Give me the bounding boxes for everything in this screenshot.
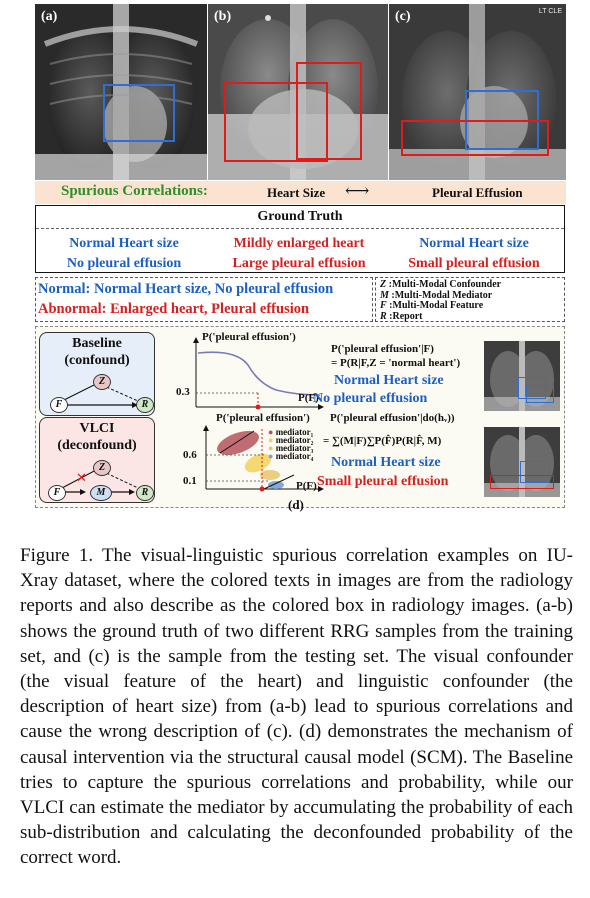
legend-z: Z :Multi-Modal Confounder	[380, 279, 502, 290]
mediator-2-blob	[244, 453, 272, 473]
baseline-probability-plot	[193, 337, 324, 410]
xray-panel-b: (b)	[208, 4, 388, 180]
top-result-line1: Normal Heart size	[334, 373, 444, 388]
panel-d-label: (d)	[288, 497, 304, 512]
ground-truth-divider	[36, 228, 564, 229]
legend-f: F :Multi-Modal Feature	[380, 300, 484, 311]
top-plot-ylabel: P('pleural effusion')	[202, 331, 296, 343]
top-plot-xlabel: P(F)	[298, 392, 319, 404]
top-plot-tick: 0.3	[176, 386, 190, 398]
top-equation-line2: = P(R|F,Z = 'normal heart')	[331, 357, 461, 369]
top-result-line2: No pleural effusion	[313, 391, 428, 406]
gt-c-line1: Normal Heart size	[419, 236, 529, 251]
bottom-plot-xlabel: P(F)	[296, 480, 317, 492]
heart-box-b	[224, 82, 328, 162]
spurious-left-term: Heart Size	[267, 185, 326, 200]
definitions-box: Normal: Normal Heart size, No pleural ef…	[35, 277, 373, 322]
panel-b-label: (b)	[214, 9, 232, 24]
top-xray-thumbnail	[484, 341, 560, 411]
xray-image-c	[389, 4, 566, 180]
symbol-legend: Z :Multi-Modal Confounder M :Multi-Modal…	[375, 277, 565, 322]
baseline-node-z: Z	[93, 374, 111, 390]
double-arrow-icon: ⟷	[345, 181, 370, 200]
vlci-subtitle: (deconfound)	[57, 438, 137, 453]
ground-truth-col-b: Mildly enlarged heart Large pleural effu…	[211, 234, 387, 274]
vlci-node-z: Z	[93, 460, 111, 476]
baseline-box: Baseline (confound) Z F R	[39, 332, 155, 416]
mediator-4-entry: ● mediator₄	[268, 451, 314, 461]
svg-text:✕: ✕	[76, 471, 87, 486]
mediator-4-blob	[268, 481, 284, 489]
xray-panel-c: (c) LT CLE	[389, 4, 566, 180]
bottom-thumb-red-box	[490, 475, 554, 489]
mediator-3-entry: ● mediator₃	[268, 443, 314, 453]
gt-a-line2: No pleural effusion	[66, 256, 182, 271]
bottom-plot-ylabel: P('pleural effusion')	[216, 412, 310, 424]
mediator-legend: ● mediator₁ ● mediator₂ ● mediator₃ ● me…	[268, 427, 314, 461]
bottom-equation-line1: P('pleural effusion'|do(hᵥ))	[330, 412, 455, 424]
ground-truth-col-a: Normal Heart size No pleural effusion	[36, 234, 212, 274]
vlci-title: VLCI	[79, 421, 115, 436]
top-equation-line1: P('pleural effusion'|F)	[331, 343, 434, 355]
spurious-label: Spurious Correlations:	[61, 183, 208, 199]
bottom-thumb-blue-box	[520, 461, 550, 483]
bottom-thumbnail-image	[484, 427, 560, 497]
vlci-node-f: F	[48, 485, 66, 501]
ground-truth-col-c: Normal Heart size Small pleural effusion	[386, 234, 562, 274]
caption-text: Figure 1. The visual-linguistic spurious…	[20, 545, 573, 869]
vlci-box: VLCI (deconfound) ✕ Z F M R	[39, 417, 155, 503]
baseline-subtitle: (confound)	[64, 353, 130, 368]
mediator-2-entry: ● mediator₂	[268, 435, 314, 445]
mediator-3-blob	[260, 470, 280, 480]
gt-a-line1: Normal Heart size	[69, 236, 179, 251]
vlci-node-r: R	[136, 485, 154, 501]
effusion-box-b	[296, 62, 362, 160]
xray-image-b	[208, 4, 388, 180]
baseline-title: Baseline	[72, 336, 122, 351]
legend-r: R :Report	[380, 310, 423, 322]
bottom-plot-tick-low: 0.1	[183, 475, 197, 487]
effusion-box-c	[401, 120, 549, 156]
figure-caption: Figure 1. The visual-linguistic spurious…	[20, 543, 573, 871]
panel-c-label: (c)	[395, 9, 411, 24]
ground-truth-title: Ground Truth	[257, 209, 343, 224]
mediator-1-blob	[217, 430, 259, 456]
panel-d: Baseline (confound) Z F R VLCI (deconfou…	[35, 326, 565, 512]
panel-c-corner-text: LT CLE	[538, 8, 562, 15]
xray-panel-a: (a)	[35, 4, 207, 180]
bottom-plot-tick-high: 0.6	[183, 449, 197, 461]
vlci-node-m: M	[90, 485, 112, 501]
baseline-node-f: F	[50, 397, 68, 413]
bottom-xray-thumbnail	[484, 427, 560, 497]
bottom-equation-line2: = ∑(M|F)∑P(F̂)P(R|F̂, M)	[323, 435, 442, 447]
gt-c-line2: Small pleural effusion	[408, 256, 540, 271]
panel-a-label: (a)	[41, 9, 58, 24]
ground-truth-table: Ground Truth Normal Heart size No pleura…	[35, 205, 565, 273]
spurious-correlations-bar: Spurious Correlations: Heart Size ⟷ Pleu…	[35, 181, 566, 204]
normal-definition: Normal: Normal Heart size, No pleural ef…	[38, 281, 334, 297]
top-thumb-blue-box-2	[526, 385, 554, 403]
heart-box-a	[103, 84, 175, 142]
baseline-node-r: R	[136, 397, 154, 413]
bottom-result-line1: Normal Heart size	[331, 455, 441, 470]
abnormal-definition: Abnormal: Enlarged heart, Pleural effusi…	[38, 301, 310, 317]
legend-m: M :Multi-Modal Mediator	[380, 289, 493, 301]
top-thumb-blue-box-1	[518, 377, 546, 399]
mediator-1-entry: ● mediator₁	[268, 427, 314, 437]
gt-b-line1: Mildly enlarged heart	[233, 236, 365, 251]
gt-b-line2: Large pleural effusion	[232, 256, 366, 271]
spurious-right-term: Pleural Effusion	[432, 185, 523, 200]
bottom-result-line2: Small pleural effusion	[317, 474, 449, 489]
vlci-probability-plot	[203, 425, 324, 492]
